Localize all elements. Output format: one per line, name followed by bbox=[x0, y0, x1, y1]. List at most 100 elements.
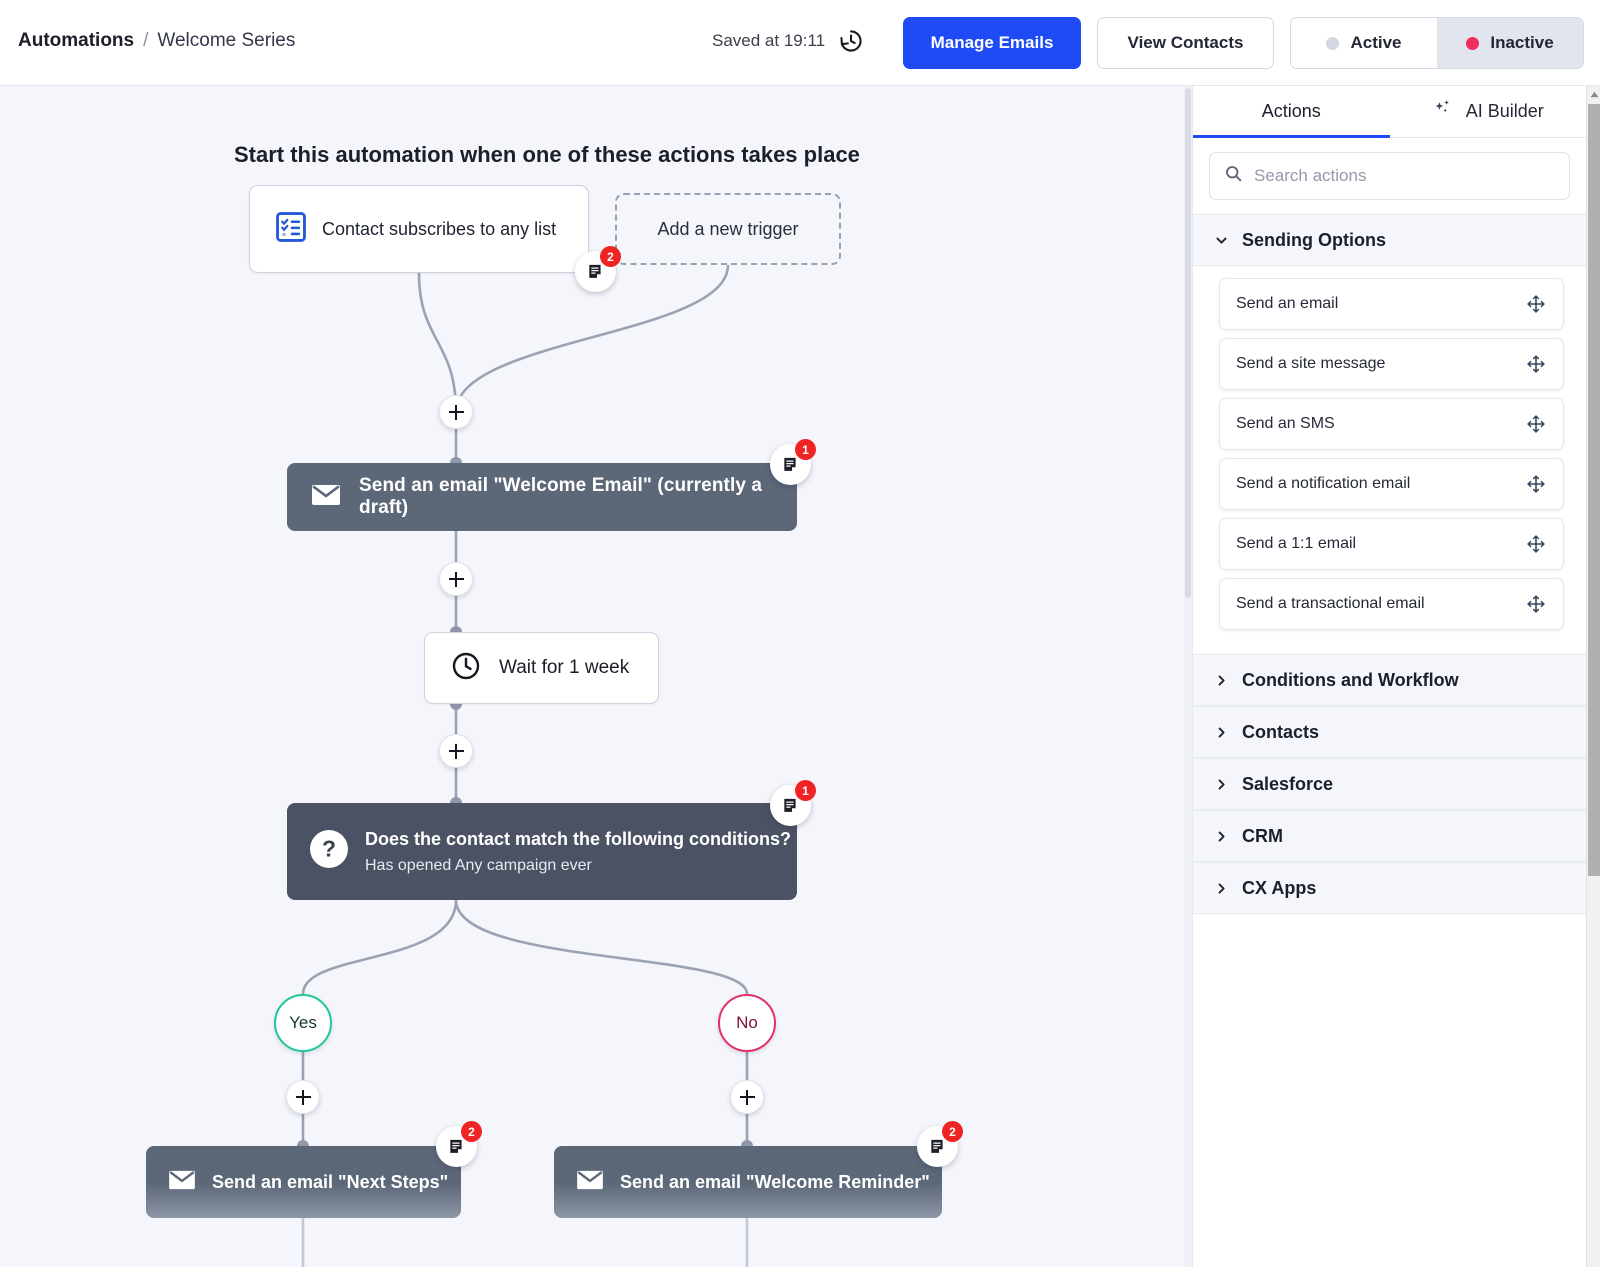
branch-yes[interactable]: Yes bbox=[274, 994, 332, 1052]
tab-ai-builder[interactable]: AI Builder bbox=[1390, 86, 1587, 137]
history-clock-icon[interactable] bbox=[838, 28, 864, 54]
action-send-a-site-message[interactable]: Send a site message bbox=[1219, 338, 1564, 390]
active-status-dot bbox=[1326, 37, 1339, 50]
action-label: Send an email bbox=[1236, 295, 1338, 313]
action-send-a-transactional-email[interactable]: Send a transactional email bbox=[1219, 578, 1564, 630]
breadcrumb-separator: / bbox=[143, 30, 148, 52]
note-badge-trigger[interactable]: 2 bbox=[575, 251, 616, 292]
envelope-icon bbox=[576, 1169, 604, 1196]
chevron-right-icon bbox=[1215, 674, 1228, 687]
drag-handle-icon[interactable] bbox=[1526, 414, 1546, 434]
search-icon bbox=[1224, 164, 1243, 188]
note-icon bbox=[447, 1137, 467, 1157]
action-label: Send a notification email bbox=[1236, 475, 1410, 493]
group-header-salesforce[interactable]: Salesforce bbox=[1193, 758, 1586, 810]
chevron-right-icon bbox=[1215, 830, 1228, 843]
canvas-scrollbar-thumb[interactable] bbox=[1185, 88, 1191, 598]
note-icon bbox=[928, 1137, 948, 1157]
group-label: Sending Options bbox=[1242, 230, 1386, 251]
panel-scrollbar[interactable] bbox=[1586, 86, 1600, 1267]
action-send-an-email[interactable]: Send an email bbox=[1219, 278, 1564, 330]
view-contacts-button[interactable]: View Contacts bbox=[1097, 17, 1274, 69]
inactive-label: Inactive bbox=[1490, 33, 1553, 53]
step-node-condition[interactable]: ? Does the contact match the following c… bbox=[287, 803, 797, 900]
status-active-option[interactable]: Active bbox=[1291, 18, 1437, 68]
drag-handle-icon[interactable] bbox=[1526, 534, 1546, 554]
drag-handle-icon[interactable] bbox=[1526, 594, 1546, 614]
note-icon bbox=[781, 455, 801, 475]
condition-subtitle: Has opened Any campaign ever bbox=[365, 857, 791, 875]
group-label: Contacts bbox=[1242, 722, 1319, 743]
envelope-icon bbox=[311, 483, 341, 512]
step-node-send-welcome-email[interactable]: Send an email "Welcome Email" (currently… bbox=[287, 463, 797, 531]
action-label: Send a transactional email bbox=[1236, 595, 1425, 613]
status-toggle: Active Inactive bbox=[1290, 17, 1584, 69]
search-input[interactable] bbox=[1254, 166, 1555, 186]
action-send-a-1-1-email[interactable]: Send a 1:1 email bbox=[1219, 518, 1564, 570]
action-send-an-sms[interactable]: Send an SMS bbox=[1219, 398, 1564, 450]
envelope-icon bbox=[168, 1169, 196, 1196]
group-label: CRM bbox=[1242, 826, 1283, 847]
save-status-group: Saved at 19:11 bbox=[712, 28, 864, 54]
question-mark-icon: ? bbox=[309, 829, 349, 874]
condition-title: Does the contact match the following con… bbox=[365, 829, 791, 850]
sending-options-list: Send an email Send a site message bbox=[1193, 266, 1586, 654]
trigger-node-contact-subscribes[interactable]: Contact subscribes to any list bbox=[249, 185, 589, 273]
chevron-right-icon bbox=[1215, 778, 1228, 791]
action-send-a-notification-email[interactable]: Send a notification email bbox=[1219, 458, 1564, 510]
breadcrumb-automations-link[interactable]: Automations bbox=[18, 30, 134, 52]
add-step-button-after-email1[interactable] bbox=[439, 562, 473, 596]
step-node-send-next-steps-email[interactable]: Send an email "Next Steps" bbox=[146, 1146, 461, 1218]
add-step-button-after-wait[interactable] bbox=[439, 734, 473, 768]
group-header-sending-options[interactable]: Sending Options bbox=[1193, 214, 1586, 266]
note-count: 2 bbox=[461, 1121, 482, 1142]
drag-handle-icon[interactable] bbox=[1526, 294, 1546, 314]
automation-canvas[interactable]: Start this automation when one of these … bbox=[0, 86, 1190, 1267]
step-node-wait[interactable]: Wait for 1 week bbox=[424, 632, 659, 704]
group-header-crm[interactable]: CRM bbox=[1193, 810, 1586, 862]
step-node-send-welcome-reminder-email[interactable]: Send an email "Welcome Reminder" bbox=[554, 1146, 942, 1218]
panel-scrollbar-thumb[interactable] bbox=[1588, 104, 1600, 876]
chevron-right-icon bbox=[1215, 882, 1228, 895]
note-badge-condition[interactable]: 1 bbox=[770, 785, 811, 826]
note-icon bbox=[586, 262, 606, 282]
clock-icon bbox=[450, 650, 482, 687]
note-count: 2 bbox=[942, 1121, 963, 1142]
group-label: Conditions and Workflow bbox=[1242, 670, 1459, 691]
step-label: Wait for 1 week bbox=[499, 657, 629, 679]
drag-handle-icon[interactable] bbox=[1526, 354, 1546, 374]
search-container bbox=[1193, 138, 1586, 214]
app-header: Automations / Welcome Series Saved at 19… bbox=[0, 0, 1600, 86]
note-count: 1 bbox=[795, 780, 816, 801]
group-header-cx-apps[interactable]: CX Apps bbox=[1193, 862, 1586, 914]
action-label: Send a 1:1 email bbox=[1236, 535, 1356, 553]
tab-actions[interactable]: Actions bbox=[1193, 86, 1390, 137]
manage-emails-button[interactable]: Manage Emails bbox=[903, 17, 1081, 69]
group-header-conditions-and-workflow[interactable]: Conditions and Workflow bbox=[1193, 654, 1586, 706]
note-badge-email1[interactable]: 1 bbox=[770, 444, 811, 485]
search-box[interactable] bbox=[1209, 152, 1570, 200]
group-label: Salesforce bbox=[1242, 774, 1333, 795]
tab-ai-builder-label: AI Builder bbox=[1466, 101, 1544, 122]
active-label: Active bbox=[1350, 33, 1401, 53]
canvas-scrollbar[interactable] bbox=[1184, 86, 1192, 1267]
drag-handle-icon[interactable] bbox=[1526, 474, 1546, 494]
add-step-button-yes-branch[interactable] bbox=[286, 1080, 320, 1114]
add-step-button-after-trigger[interactable] bbox=[439, 395, 473, 429]
group-header-contacts[interactable]: Contacts bbox=[1193, 706, 1586, 758]
panel-tabs: Actions AI Builder bbox=[1193, 86, 1586, 138]
note-badge-email3[interactable]: 2 bbox=[917, 1126, 958, 1167]
add-new-trigger-button[interactable]: Add a new trigger bbox=[615, 193, 841, 265]
step-label: Send an email "Welcome Email" (currently… bbox=[359, 475, 797, 519]
tab-actions-label: Actions bbox=[1262, 101, 1321, 122]
add-step-button-no-branch[interactable] bbox=[730, 1080, 764, 1114]
scroll-up-arrow-icon[interactable] bbox=[1587, 86, 1600, 102]
status-inactive-option[interactable]: Inactive bbox=[1437, 18, 1583, 68]
note-icon bbox=[781, 796, 801, 816]
branch-no[interactable]: No bbox=[718, 994, 776, 1052]
sparkles-icon bbox=[1432, 97, 1456, 126]
step-label: Send an email "Next Steps" bbox=[212, 1172, 448, 1193]
inactive-status-dot bbox=[1466, 37, 1479, 50]
note-badge-email2[interactable]: 2 bbox=[436, 1126, 477, 1167]
breadcrumb-current-page: Welcome Series bbox=[157, 30, 295, 52]
